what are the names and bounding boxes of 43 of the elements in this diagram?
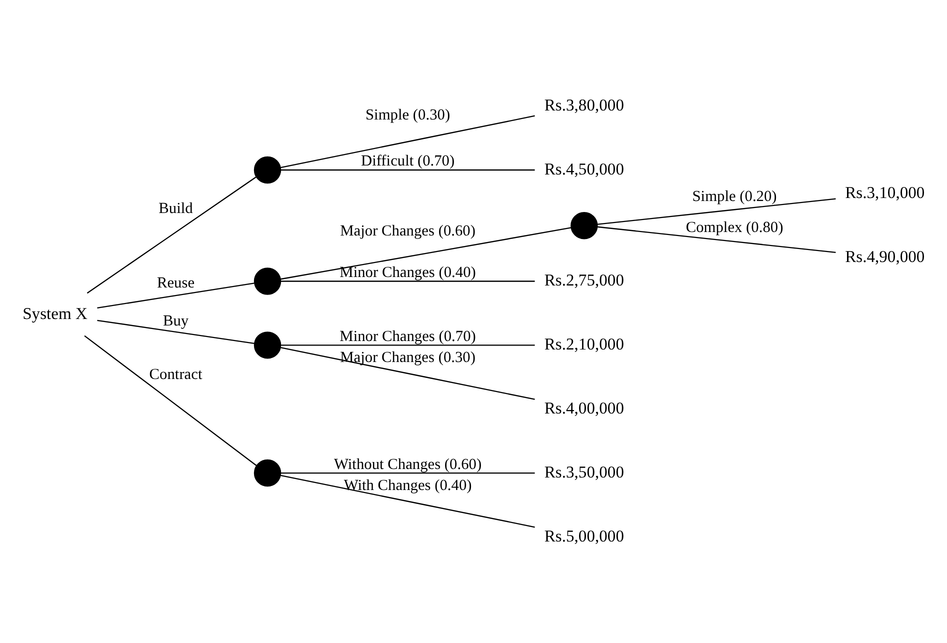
node-text: Rs.2,10,000 — [544, 334, 624, 354]
edge-label: Simple (0.30) — [366, 106, 450, 124]
edge-label: Simple (0.20) — [692, 188, 777, 206]
connector — [280, 472, 535, 474]
connector — [280, 115, 535, 168]
edge-label: With Changes (0.40) — [344, 477, 472, 494]
edge-label: Contract — [149, 366, 202, 383]
connector — [280, 347, 535, 400]
edge-label: Major Changes (0.30) — [340, 349, 476, 366]
connector — [84, 335, 258, 466]
node-text: Rs.5,00,000 — [544, 526, 624, 546]
node-text: Rs.4,00,000 — [544, 398, 624, 418]
node-text: Rs.4,50,000 — [544, 159, 624, 178]
node-circle — [570, 212, 598, 240]
node-text: Rs.3,10,000 — [845, 183, 925, 202]
connector — [280, 344, 535, 346]
node-circle — [254, 459, 282, 487]
node-text: Rs.3,80,000 — [544, 95, 624, 114]
connector — [97, 320, 254, 344]
connector — [280, 169, 535, 171]
node-circle — [254, 332, 282, 359]
edge-label: Minor Changes (0.70) — [340, 328, 476, 345]
connector — [280, 280, 535, 282]
edge-label: Build — [158, 200, 193, 218]
connector — [597, 198, 836, 225]
edge-label: Difficult (0.70) — [360, 152, 455, 170]
edge-label: Minor Changes (0.40) — [340, 264, 476, 281]
connector — [86, 176, 256, 294]
connector — [597, 226, 836, 254]
edge-label: Reuse — [156, 274, 195, 292]
edge-label: Buy — [162, 312, 189, 330]
node-text: Rs.3,50,000 — [544, 462, 624, 482]
node-text: Rs.2,75,000 — [544, 270, 624, 290]
edge-label: Major Changes (0.60) — [340, 222, 476, 240]
node-circle — [254, 268, 282, 295]
edge-label: Complex (0.80) — [686, 219, 784, 236]
node-text: Rs.4,90,000 — [845, 246, 925, 266]
connector — [280, 474, 535, 528]
connector — [97, 282, 254, 308]
node-text: System X — [22, 304, 88, 323]
edge-label: Without Changes (0.60) — [334, 456, 482, 473]
connector — [280, 227, 572, 280]
node-circle — [254, 156, 282, 184]
